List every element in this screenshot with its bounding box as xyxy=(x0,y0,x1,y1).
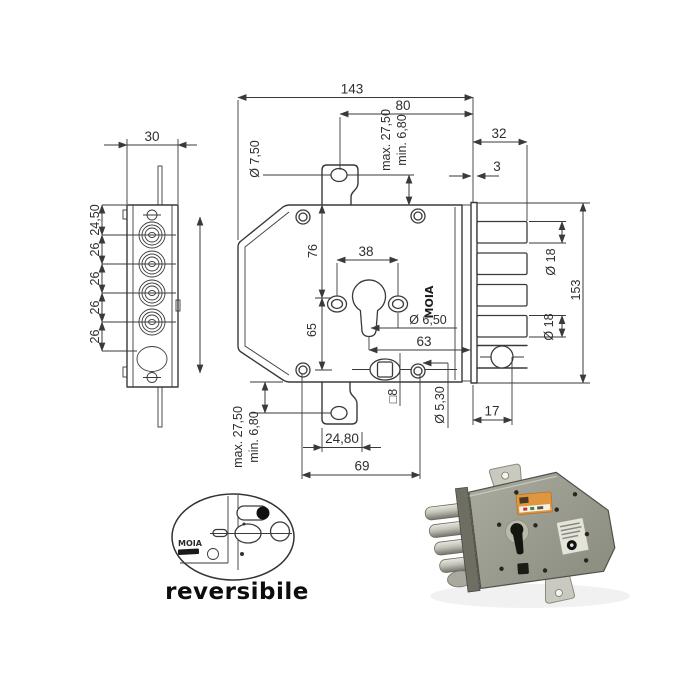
dim-max-adjust-top: max. 27,50 xyxy=(379,109,393,171)
dim-min-adjust-bottom: min. 6,80 xyxy=(247,411,261,462)
photo-faceplate xyxy=(454,486,481,593)
dim-bolt-dia-bottom: Ø 18 xyxy=(542,313,556,340)
dim-bolt-dia-top: Ø 18 xyxy=(544,248,558,275)
cylinder-fixing-hole-right-inner xyxy=(391,298,405,310)
dim-screw-span: 69 xyxy=(354,459,369,474)
dim-small-hole-dia: Ø 6,50 xyxy=(409,313,447,327)
dim-stack-3: 26 xyxy=(88,301,102,315)
deadbolt xyxy=(476,283,528,307)
faceplate xyxy=(470,201,478,384)
dim-min-adjust-top: min. 6,80 xyxy=(395,114,409,165)
dim-hole-pitch: 38 xyxy=(358,244,373,259)
dim-latch-offset: 17 xyxy=(484,404,499,419)
dim-stack-4: 26 xyxy=(88,330,102,344)
corner-screw-holes xyxy=(295,208,426,379)
rod-bottom xyxy=(157,386,163,428)
product-photo xyxy=(424,463,630,608)
photo-body-highlight xyxy=(469,475,557,497)
detail-dot xyxy=(242,522,246,526)
mounting-tab-top xyxy=(321,164,359,206)
detail-small-slot xyxy=(212,528,228,538)
tab-hole-top xyxy=(330,167,348,183)
dim-stack-1: 26 xyxy=(88,243,102,257)
front-view-brand-logo: MOIA xyxy=(423,285,436,318)
lock-body-inner-fold xyxy=(244,211,290,376)
photo-white-label xyxy=(555,517,590,556)
side-stack-dims: 24,50 26 26 26 26 xyxy=(88,204,139,352)
bolt-heads-side xyxy=(129,221,176,336)
dim-hole-span: 80 xyxy=(395,98,410,113)
mounting-tab-bottom xyxy=(321,381,358,425)
dim-stack-2: 26 xyxy=(88,272,102,286)
dim-total-width: 143 xyxy=(341,82,364,97)
tab-hole-bottom xyxy=(330,405,348,421)
detail-brand-text: MOIA xyxy=(178,539,203,548)
cylinder-hole-side xyxy=(136,346,168,372)
detail-caption: reversibile xyxy=(165,579,309,605)
dim-cyl-top: 76 xyxy=(306,244,320,258)
detail-bubble: MOIA reversibile xyxy=(165,493,309,605)
deadbolt xyxy=(476,252,528,276)
lock-body-outline xyxy=(237,204,463,383)
detail-circle xyxy=(269,521,291,542)
photo-body xyxy=(468,471,616,590)
front-view: MOIA xyxy=(237,164,478,425)
bolt-profile xyxy=(476,220,528,369)
dim-screw-hole-dia: Ø 5,30 xyxy=(433,386,447,424)
dim-faceplate-thickness: 3 xyxy=(493,159,501,174)
photo-tab-bottom-hole xyxy=(554,589,563,597)
dim-stack-0: 24,50 xyxy=(88,204,102,235)
dim-faceplate-height: 153 xyxy=(569,280,583,301)
dim-backset: 63 xyxy=(416,334,431,349)
photo-shadow xyxy=(430,584,630,608)
photo-lock xyxy=(424,463,616,604)
euro-cylinder-hole xyxy=(351,279,387,338)
edge-notch xyxy=(122,209,128,220)
detail-hole xyxy=(207,548,219,560)
deadbolt xyxy=(476,314,528,338)
deadbolt xyxy=(476,220,528,244)
edge-notch xyxy=(122,366,128,378)
rod-top xyxy=(157,165,163,206)
spindle-square-hole xyxy=(376,361,394,378)
edge-notch xyxy=(175,299,181,312)
photo-keyhole-stem xyxy=(512,532,524,555)
side-strip-outline xyxy=(126,204,179,388)
dim-bolt-throw: 32 xyxy=(491,126,506,141)
photo-orange-label xyxy=(515,491,553,516)
dim-max-adjust-bottom: max. 27,50 xyxy=(231,406,245,468)
dim-cyl-bottom: 65 xyxy=(305,323,319,337)
dimensions: 143 80 32 3 max. 27,50 min. 6,80 Ø 7,50 … xyxy=(231,82,590,479)
photo-spindle-hole xyxy=(517,562,529,575)
detail-black-knob xyxy=(256,506,270,520)
cylinder-fixing-hole-left-inner xyxy=(330,298,344,310)
photo-screws xyxy=(496,490,590,573)
side-view: 30 xyxy=(88,129,204,428)
photo-keyhole-circle xyxy=(510,523,524,537)
detail-dot xyxy=(240,552,244,556)
photo-tab-top-hole xyxy=(501,471,510,480)
dim-tab-width: 24,80 xyxy=(325,431,359,446)
latch-bolt xyxy=(490,345,514,369)
dim-tab-hole-dia: Ø 7,50 xyxy=(248,140,262,178)
dim-side-width: 30 xyxy=(144,129,159,144)
dim-spindle-square: □8 xyxy=(386,389,400,404)
detail-brand-bar xyxy=(177,548,200,555)
